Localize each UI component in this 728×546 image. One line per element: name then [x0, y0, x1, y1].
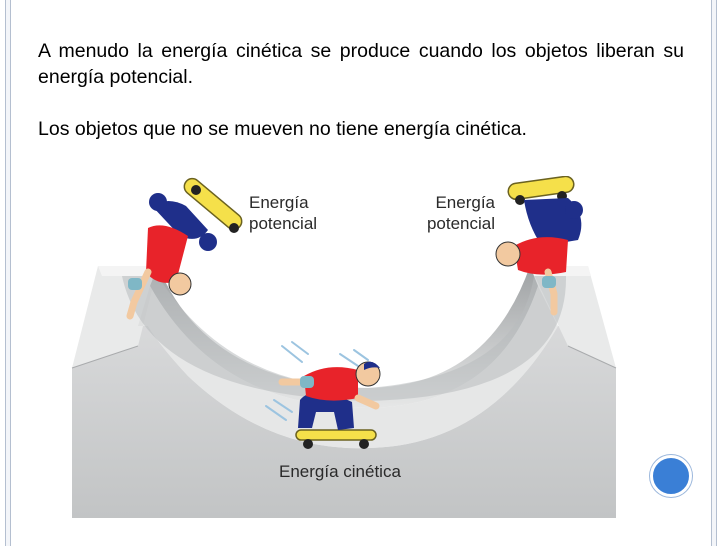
paragraph-potential-to-kinetic: A menudo la energía cinética se produce … — [38, 40, 684, 88]
motion-lines — [265, 341, 369, 421]
skateboarder-icon-left — [126, 177, 243, 320]
label-kinetic-energy: Energía cinética — [279, 462, 401, 481]
slide-frame-right — [711, 0, 717, 546]
skate-ramp-illustration: Energía potencial Energía potencial Ener… — [68, 175, 620, 522]
decorative-circle-icon — [650, 455, 692, 497]
half-pipe-ramp — [71, 175, 617, 518]
skateboarder-icon-right — [495, 175, 583, 316]
slide-body-text: A menudo la energía cinética se produce … — [38, 38, 684, 142]
slide-frame-left — [5, 0, 11, 546]
label-potential-energy-right: Energía potencial — [426, 193, 495, 233]
skateboarder-icon-bottom — [278, 361, 381, 449]
label-potential-energy-left: Energía potencial — [249, 193, 318, 233]
paragraph-no-motion: Los objetos que no se mueven no tiene en… — [38, 118, 527, 140]
